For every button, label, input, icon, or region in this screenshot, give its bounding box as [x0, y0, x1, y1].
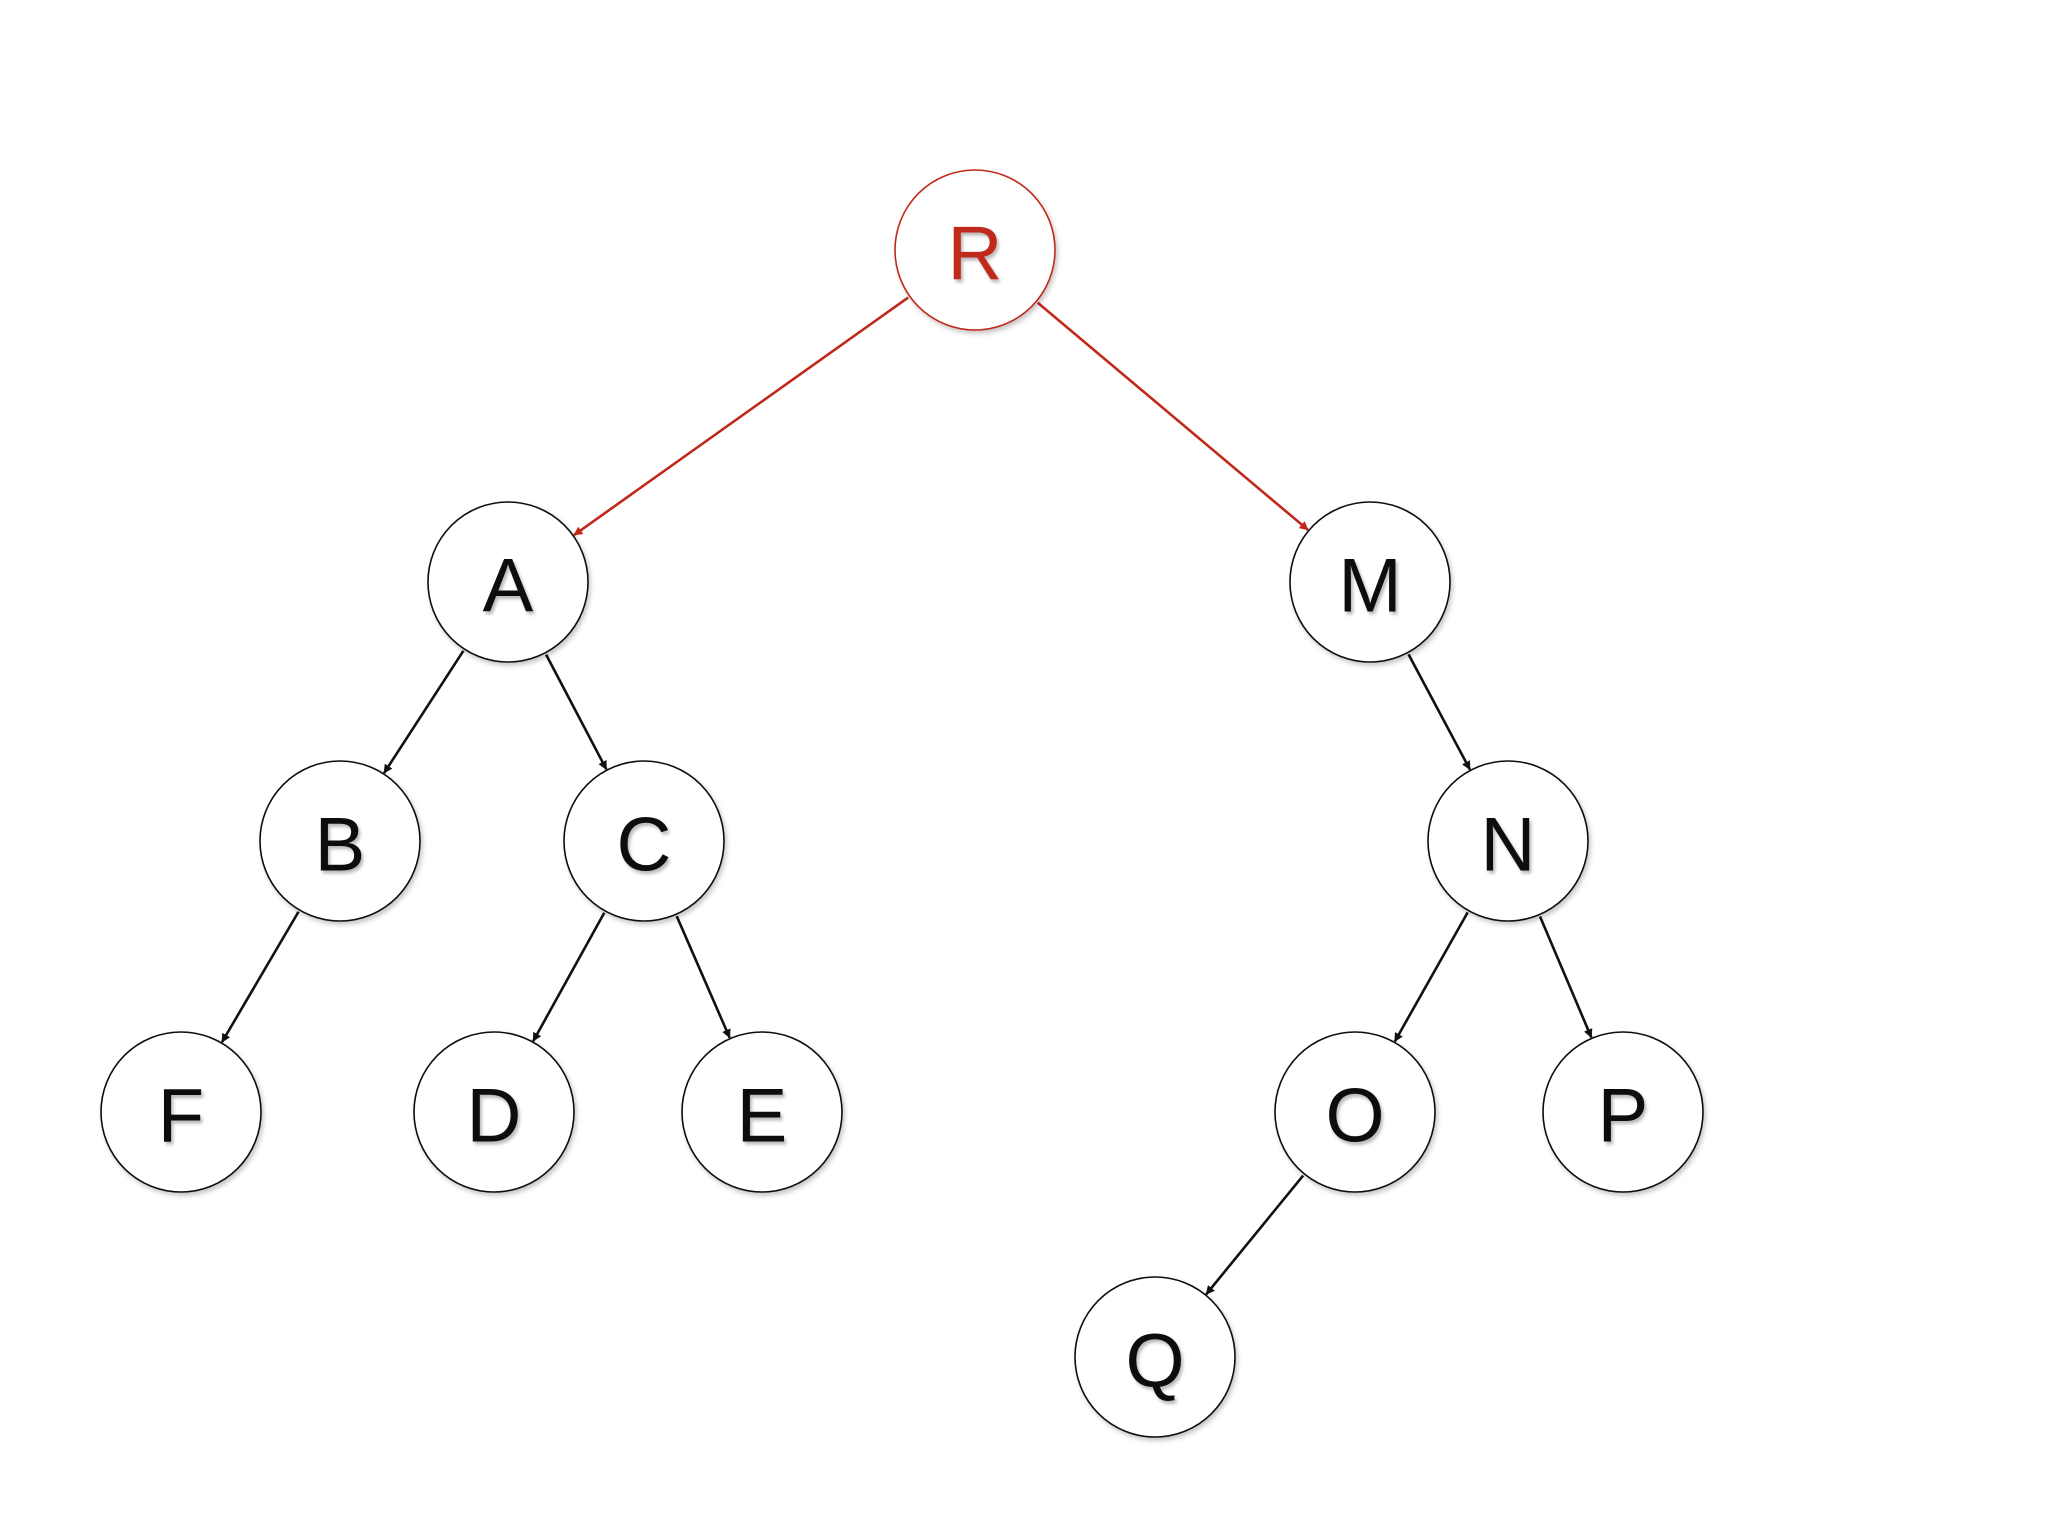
node-label-m: M: [1338, 544, 1401, 629]
node-n: N: [1427, 760, 1589, 922]
node-circle-f: [100, 1031, 262, 1193]
edge-m-n: [1407, 653, 1472, 771]
edges-layer: [220, 296, 1593, 1296]
node-r: R: [894, 169, 1056, 331]
node-circle-c: [563, 760, 725, 922]
node-circle-e: [681, 1031, 843, 1193]
node-circle-p: [1542, 1031, 1704, 1193]
node-circle-m: [1289, 501, 1451, 663]
node-label-q: Q: [1125, 1319, 1184, 1404]
edge-c-e: [675, 915, 731, 1039]
edge-o-q: [1205, 1174, 1305, 1296]
node-label-p: P: [1598, 1074, 1649, 1159]
node-o: O: [1274, 1031, 1436, 1193]
node-f: F: [100, 1031, 262, 1193]
node-q: Q: [1074, 1276, 1236, 1438]
node-label-d: D: [467, 1074, 522, 1159]
node-circle-n: [1427, 760, 1589, 922]
node-circle-d: [413, 1031, 575, 1193]
node-m: M: [1289, 501, 1451, 663]
node-circle-q: [1074, 1276, 1236, 1438]
node-label-n: N: [1481, 803, 1536, 888]
edge-r-a: [573, 296, 909, 537]
node-e: E: [681, 1031, 843, 1193]
node-label-r: R: [948, 212, 1003, 297]
node-label-b: B: [315, 803, 366, 888]
node-circle-r: [894, 169, 1056, 331]
edge-a-b: [382, 650, 465, 774]
nodes-layer: R A M B C N F D E O P Q: [100, 169, 1704, 1438]
node-c: C: [563, 760, 725, 922]
node-label-a: A: [483, 544, 534, 629]
node-circle-a: [427, 501, 589, 663]
edge-a-c: [544, 653, 608, 770]
node-label-c: C: [617, 803, 672, 888]
node-p: P: [1542, 1031, 1704, 1193]
node-b: B: [259, 760, 421, 922]
edge-n-o: [1393, 911, 1469, 1043]
node-label-f: F: [158, 1074, 204, 1159]
edge-c-d: [532, 912, 606, 1042]
node-a: A: [427, 501, 589, 663]
edge-n-p: [1538, 915, 1593, 1039]
node-circle-b: [259, 760, 421, 922]
node-label-o: O: [1325, 1074, 1384, 1159]
edge-r-m: [1036, 301, 1309, 531]
edge-b-f: [220, 911, 300, 1043]
node-d: D: [413, 1031, 575, 1193]
node-circle-o: [1274, 1031, 1436, 1193]
node-label-e: E: [737, 1074, 788, 1159]
